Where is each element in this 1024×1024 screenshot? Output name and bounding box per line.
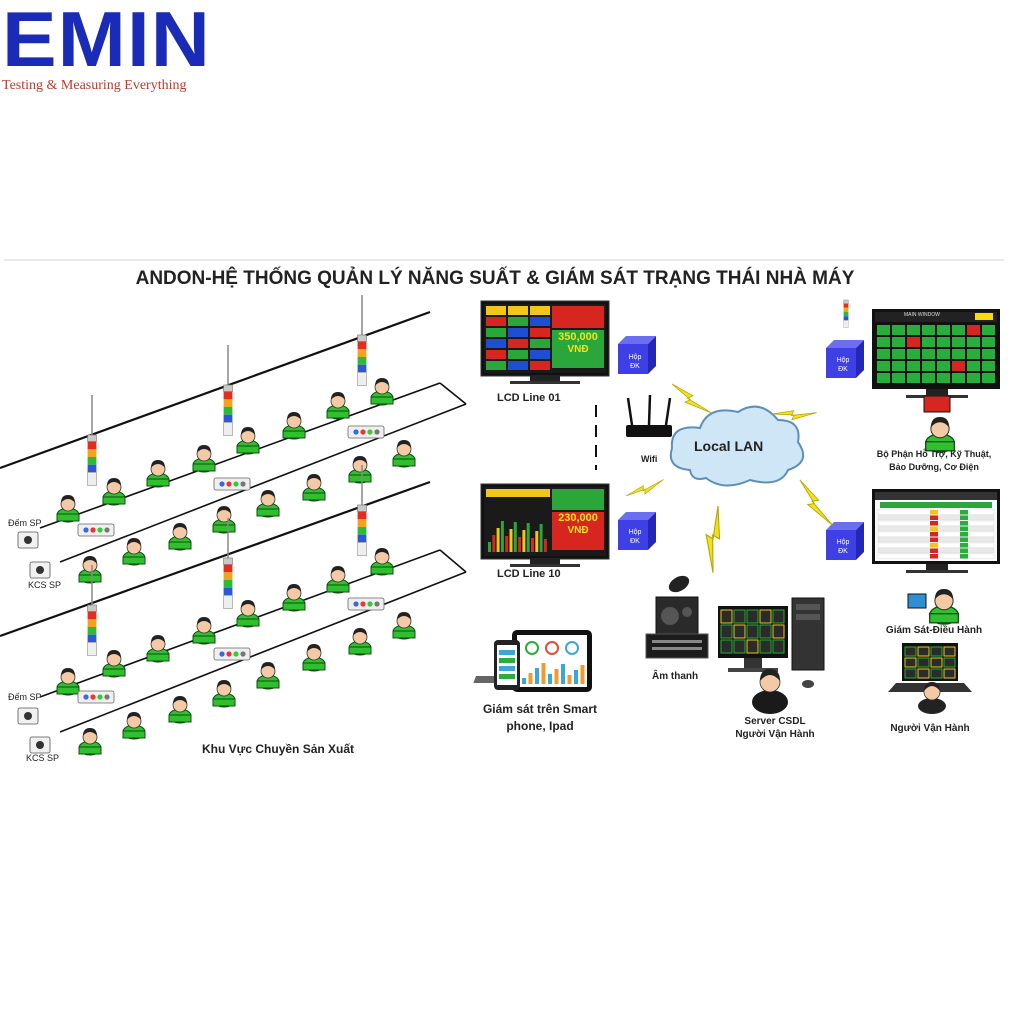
lcd10-currency: VNĐ: [567, 525, 589, 536]
operator-icon: [370, 547, 394, 576]
mobile-label-1: Giám sát trên Smart: [482, 702, 598, 716]
operator-icon: [78, 555, 102, 584]
divider: [4, 259, 1004, 261]
count-label-bottom: Đếm SP: [8, 692, 42, 702]
qc-label-bottom: KCS SP: [26, 753, 60, 763]
andon-light-tower-icon: [357, 504, 367, 557]
call-button-box-icon: [213, 647, 251, 661]
local-lan-cloud: [669, 405, 805, 487]
operator-icon: [282, 583, 306, 612]
operator-icon: [370, 377, 394, 406]
support-label-1: Bộ Phận Hỗ Trợ, Kỹ Thuật,: [876, 449, 992, 459]
call-button-box-icon: [77, 690, 115, 704]
lcd-line-10-label: LCD Line 10: [497, 568, 561, 580]
operator-icon: [326, 391, 350, 420]
diagram-title: ANDON-HỆ THỐNG QUẢN LÝ NĂNG SUẤT & GIÁM …: [135, 268, 855, 289]
lcd-line-01-label: LCD Line 01: [497, 392, 561, 404]
server-label-1: Server CSDL: [744, 716, 806, 727]
operator-icon: [236, 599, 260, 628]
operator-icon: [348, 455, 372, 484]
call-button-box-icon: [213, 477, 251, 491]
andon-light-tower-icon: [357, 334, 367, 387]
operator-icon: [192, 616, 216, 645]
operator-icon: [168, 522, 192, 551]
audio-equipment: [645, 575, 709, 659]
count-label-top: Đếm SP: [8, 518, 42, 528]
operator-label: Người Vận Hành: [890, 723, 970, 734]
wifi-label: Wifi: [641, 454, 658, 464]
operator-icon: [302, 473, 326, 502]
call-button-box-icon: [347, 597, 385, 611]
operator-icon: [168, 695, 192, 724]
qc-label-top: KCS SP: [28, 580, 62, 590]
andon-towers: [87, 295, 367, 657]
production-area-label: Khu Vực Chuyền Sản Xuất: [202, 742, 355, 756]
operator-icon: [256, 489, 280, 518]
operator-icon: [236, 426, 260, 455]
operator-icon: [192, 444, 216, 473]
audio-label: Âm thanh: [652, 671, 699, 682]
operator-icon: [392, 611, 416, 640]
mobile-devices: [494, 630, 592, 692]
operator-icon: [256, 661, 280, 690]
andon-light-tower-icon: [223, 384, 233, 437]
andon-light-tower-icon: [87, 434, 97, 487]
lcd-line-01-screen: [480, 300, 610, 384]
andon-light-tower-icon: [223, 557, 233, 610]
monitor-label: Giám Sát-Điều Hành: [885, 625, 983, 636]
support-monitor: [872, 309, 1000, 398]
operator-icon: [102, 477, 126, 506]
operator-icon: [122, 711, 146, 740]
operator-icon: [122, 537, 146, 566]
mobile-label-2: phone, Ipad: [506, 719, 574, 733]
operator-icon: [326, 565, 350, 594]
emin-logo: EMIN Testing & Measuring Everything: [2, 0, 210, 94]
operator-icon: [348, 627, 372, 656]
andon-light-tower-icon: [87, 604, 97, 657]
lcd1-currency: VNĐ: [567, 344, 589, 355]
operator-laptop: [888, 643, 972, 692]
operator-icon: [392, 439, 416, 468]
operator-icon: [78, 727, 102, 756]
operator-icon: [146, 634, 170, 663]
operator-icon: [282, 411, 306, 440]
monitoring-table-screen: [872, 489, 1000, 573]
lcd1-amount: 350,000: [558, 331, 598, 343]
server-label-2: Người Vận Hành: [735, 729, 815, 740]
operator-icon: [102, 649, 126, 678]
server-workstation: [473, 597, 825, 688]
operator-icon: [302, 643, 326, 672]
logo-mark: EMIN: [2, 0, 211, 83]
local-lan-label: Local LAN: [694, 438, 764, 454]
call-button-box-icon: [347, 425, 385, 439]
operator-icon: [212, 679, 236, 708]
operator-icon: [146, 459, 170, 488]
wifi-router: [626, 394, 672, 437]
lcd10-amount: 230,000: [558, 512, 598, 524]
call-button-box-icon: [77, 523, 115, 537]
support-screen-header: MAIN WINDOW: [904, 312, 940, 318]
logo-tagline: Testing & Measuring Everything: [2, 78, 187, 93]
support-label-2: Bảo Dưỡng, Cơ Điện: [889, 462, 979, 472]
lcd-line-10-screen: [480, 483, 610, 567]
operator-icon: [212, 505, 236, 534]
operator-icon: [56, 667, 80, 696]
operator-icon: [56, 494, 80, 523]
